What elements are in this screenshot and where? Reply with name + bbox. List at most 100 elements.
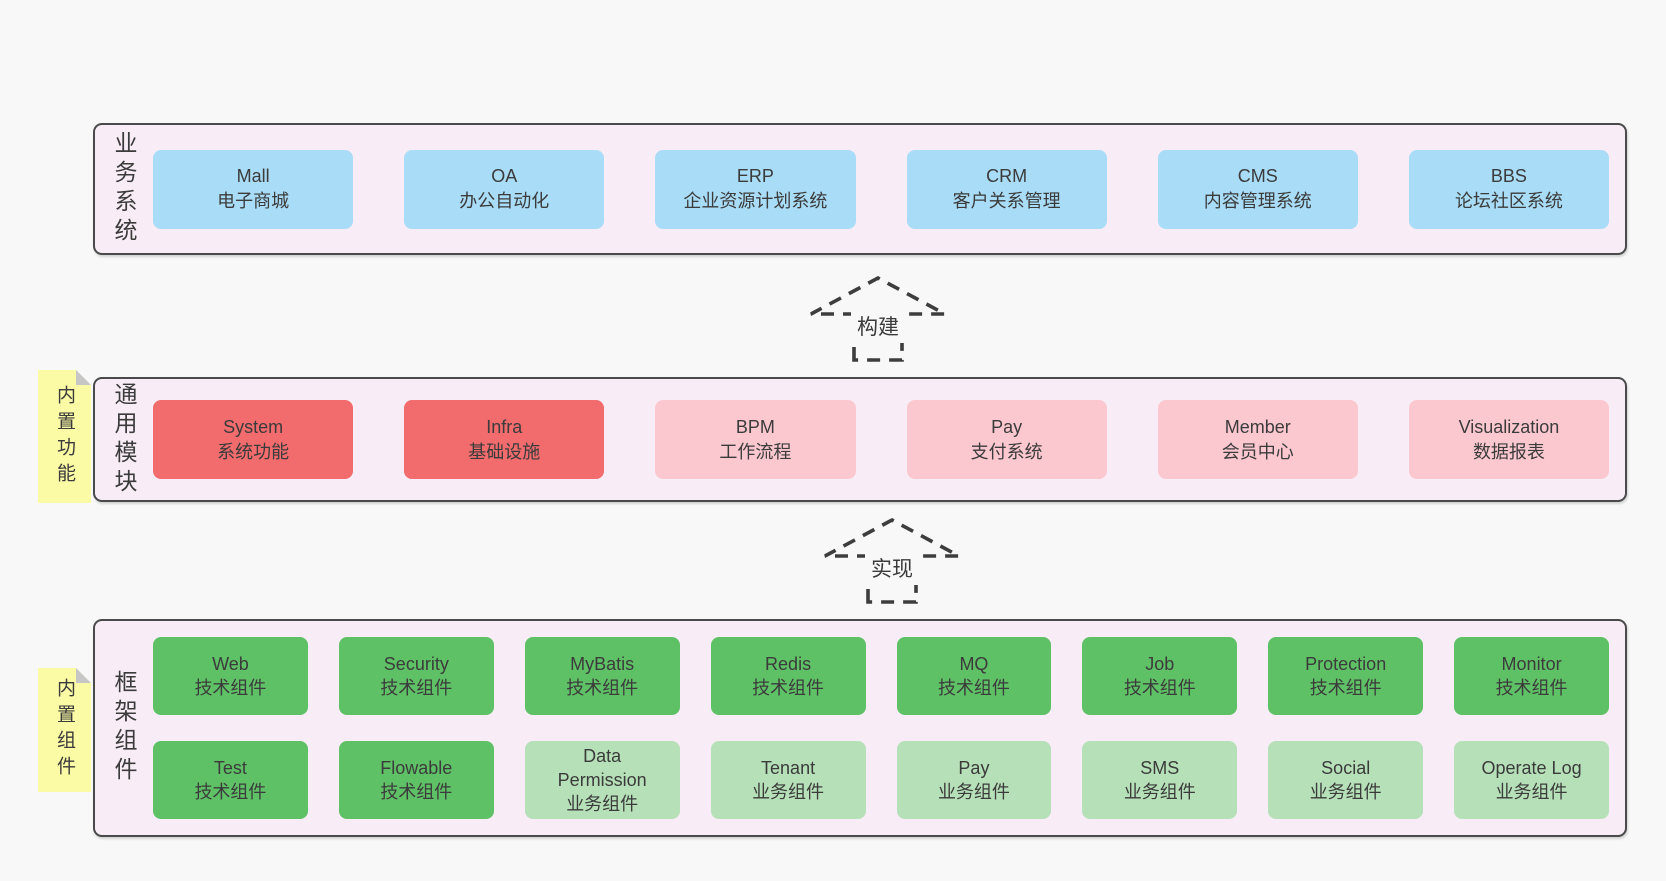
box-title: Security [383, 654, 449, 674]
business-boxes: Mall 电子商城 OA 办公自动化 ERP 企业资源计划系统 CRM 客户关系… [153, 125, 1610, 253]
box-subtitle: 基础设施 [468, 441, 541, 462]
layer-label: 框架组件 [111, 670, 137, 786]
box-subtitle: 业务组件 [752, 782, 825, 802]
box-subtitle: 数据报表 [1472, 441, 1545, 462]
box-bbs: BBS 论坛社区系统 [1408, 149, 1610, 229]
box-tenant: Tenant 业务组件 [710, 741, 866, 819]
box-oa: OA 办公自动化 [404, 149, 605, 229]
box-system: System 系统功能 [153, 400, 354, 479]
box-title: CRM [986, 166, 1028, 186]
arrow-implement: 实现 [823, 517, 961, 604]
box-data-permission: Data Permission 业务组件 [524, 741, 680, 819]
box-title: Pay [958, 758, 990, 778]
box-title: OA [491, 166, 518, 186]
box-erp: ERP 企业资源计划系统 [655, 149, 856, 229]
sticky-note-text: 内置组件 [54, 678, 75, 782]
box-subtitle: 技术组件 [1495, 678, 1568, 698]
box-title: Social [1321, 758, 1371, 778]
box-title: Infra [486, 416, 523, 437]
box-subtitle: 会员中心 [1221, 441, 1294, 462]
box-subtitle: 技术组件 [380, 782, 453, 802]
box-visualization: Visualization 数据报表 [1408, 400, 1610, 479]
box-test: Test 技术组件 [153, 741, 308, 819]
box-social: Social 业务组件 [1268, 741, 1424, 819]
box-subtitle: 支付系统 [970, 441, 1043, 462]
box-cms: CMS 内容管理系统 [1157, 149, 1358, 229]
box-mybatis: MyBatis 技术组件 [524, 637, 680, 715]
box-subtitle: 技术组件 [752, 678, 825, 698]
dashed-up-arrow-icon [810, 275, 946, 362]
box-title: Pay [991, 416, 1023, 437]
box-subtitle: 技术组件 [380, 678, 453, 698]
box-subtitle: 论坛社区系统 [1454, 191, 1563, 211]
box-mq: MQ 技术组件 [896, 637, 1052, 715]
box-subtitle: 技术组件 [194, 782, 267, 802]
sticky-note-built-in-components: 内置组件 [38, 668, 91, 792]
dashed-up-arrow-icon [824, 517, 960, 604]
box-title: SMS [1140, 758, 1180, 778]
box-mall: Mall 电子商城 [153, 149, 354, 229]
layer-common-modules: 通用模块 System 系统功能 Infra 基础设施 BPM 工作流程 Pay… [93, 377, 1627, 502]
box-title: Redis [765, 654, 812, 674]
box-title: Member [1224, 416, 1291, 437]
box-subtitle: 业务组件 [566, 794, 639, 814]
box-member: Member 会员中心 [1157, 400, 1358, 479]
box-pay: Pay 支付系统 [906, 400, 1107, 479]
box-title: Mall [236, 166, 270, 186]
sticky-note-built-in-features: 内置功能 [38, 370, 91, 503]
box-bpm: BPM 工作流程 [655, 400, 856, 479]
box-subtitle: 工作流程 [719, 441, 792, 462]
arrow-label: 构建 [851, 309, 905, 343]
box-subtitle: 业务组件 [1309, 782, 1382, 802]
box-title: ERP [736, 166, 774, 186]
box-subtitle: 系统功能 [217, 441, 290, 462]
layer-label: 通用模块 [111, 381, 137, 498]
box-title: BPM [735, 416, 775, 437]
box-title: Visualization [1458, 416, 1560, 437]
box-subtitle: 技术组件 [194, 678, 267, 698]
box-subtitle: 技术组件 [1123, 678, 1196, 698]
box-title: Monitor [1501, 654, 1562, 674]
box-title: Operate Log [1481, 758, 1582, 778]
layer-label: 业务系统 [111, 131, 137, 247]
arrow-build: 构建 [809, 275, 947, 362]
box-title: Flowable [380, 758, 453, 778]
box-title: MQ [959, 654, 989, 674]
box-subtitle: 技术组件 [1309, 678, 1382, 698]
layer-framework-components: 框架组件 Web 技术组件 Security 技术组件 MyBatis 技术组件… [93, 619, 1627, 837]
box-flowable: Flowable 技术组件 [338, 741, 494, 819]
component-boxes: Web 技术组件 Security 技术组件 MyBatis 技术组件 Redi… [153, 621, 1609, 835]
box-subtitle: 技术组件 [566, 678, 639, 698]
box-subtitle: 业务组件 [937, 782, 1010, 802]
box-title: Tenant [761, 758, 816, 778]
box-title: CMS [1237, 166, 1278, 186]
box-operate-log: Operate Log 业务组件 [1454, 741, 1609, 819]
box-title: MyBatis [570, 654, 635, 674]
sticky-note-text: 内置功能 [54, 384, 75, 489]
box-subtitle: 电子商城 [217, 191, 290, 211]
module-boxes: System 系统功能 Infra 基础设施 BPM 工作流程 Pay 支付系统… [153, 379, 1610, 500]
box-subtitle: 技术组件 [937, 678, 1010, 698]
box-sms: SMS 业务组件 [1082, 741, 1238, 819]
box-pay-business: Pay 业务组件 [896, 741, 1052, 819]
box-subtitle: 企业资源计划系统 [683, 191, 828, 211]
box-title: Test [213, 758, 247, 778]
box-title: BBS [1490, 166, 1527, 186]
box-subtitle: 业务组件 [1123, 782, 1196, 802]
box-infra: Infra 基础设施 [404, 400, 605, 479]
box-subtitle: 办公自动化 [459, 191, 550, 211]
box-subtitle: 客户关系管理 [952, 191, 1061, 211]
layer-business-systems: 业务系统 Mall 电子商城 OA 办公自动化 ERP 企业资源计划系统 CRM… [93, 123, 1627, 255]
box-title: System [223, 416, 284, 437]
box-title: Protection [1305, 654, 1387, 674]
box-security: Security 技术组件 [338, 637, 494, 715]
box-redis: Redis 技术组件 [710, 637, 866, 715]
box-title: Job [1145, 654, 1175, 674]
box-crm: CRM 客户关系管理 [906, 149, 1107, 229]
box-web: Web 技术组件 [153, 637, 308, 715]
box-title: Web [212, 654, 249, 674]
box-subtitle: 业务组件 [1495, 782, 1568, 802]
box-monitor: Monitor 技术组件 [1454, 637, 1609, 715]
box-subtitle: 内容管理系统 [1203, 191, 1312, 211]
box-title: Data Permission [557, 746, 647, 790]
